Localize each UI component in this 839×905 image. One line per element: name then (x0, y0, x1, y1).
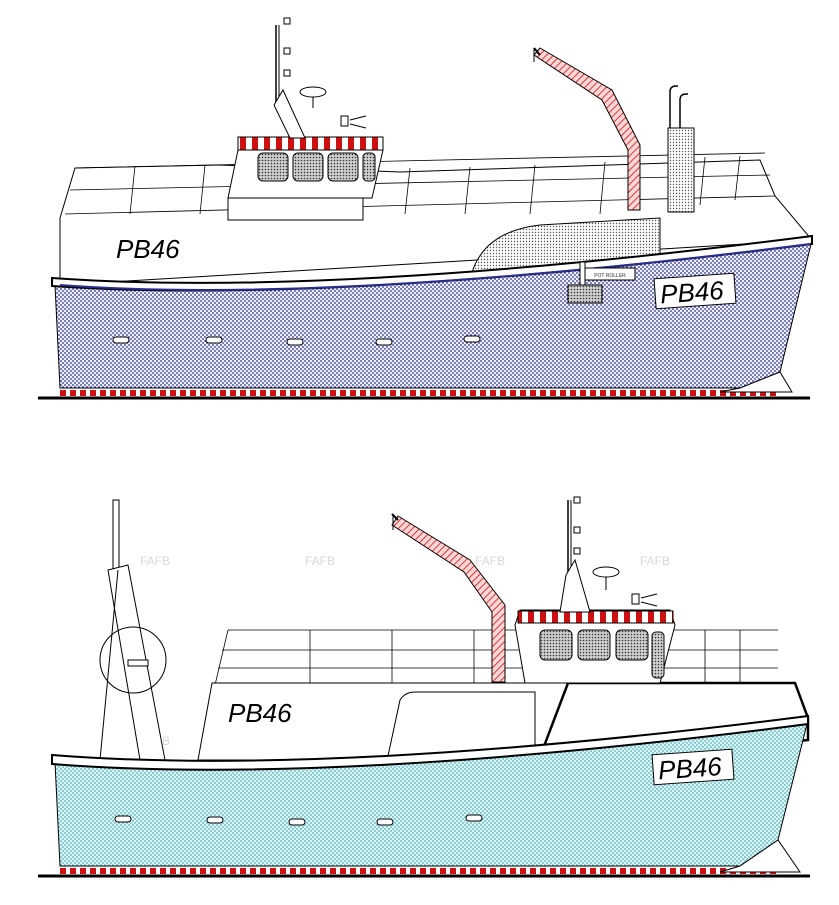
vessel-b-gunwale (51, 714, 809, 771)
vessel-a-pot-roller: POT ROLLER (567, 261, 636, 304)
vessel-a-crane (533, 47, 641, 211)
vessel-a-mast (273, 17, 367, 139)
watermark: FAFB (640, 554, 670, 568)
vessel-b-wheelhouse-roof (517, 610, 674, 624)
vessel-a: POT ROLLER PB46 PB46 (38, 17, 814, 400)
vessel-b-keel (60, 868, 780, 874)
vessel-b-radar (592, 566, 620, 578)
vessel-a-portholes (112, 335, 481, 346)
watermark: FAFB (475, 554, 505, 568)
watermark: FAFB (140, 554, 170, 568)
vessel-a-wheelhouse-roof (237, 136, 384, 151)
vessel-b-bow-reg-plate (651, 748, 735, 786)
vessel-a-bow-reg-plate (653, 272, 737, 310)
vessel-a-keel (60, 390, 780, 396)
vessel-a-stem (719, 371, 793, 393)
vessel-a-light (340, 115, 349, 127)
vessel-a-windows (257, 152, 376, 182)
vessel-a-hull-name: PB46 (116, 234, 180, 264)
vessel-b-light (631, 593, 640, 605)
vessel-b: FAFB FAFB FAFB FAFB FAFB FAFB FAFB (38, 496, 810, 878)
vessel-b-sheave (99, 626, 167, 694)
vessel-b-bow-reg: PB46 (657, 751, 723, 785)
vessel-b-windows (539, 629, 665, 679)
vessel-b-stem (719, 839, 801, 873)
vessel-b-gantry (99, 499, 167, 761)
vessel-a-bow-reg: PB46 (659, 275, 725, 309)
vessel-a-exhaust (667, 85, 695, 213)
pot-roller-label: POT ROLLER (594, 273, 626, 279)
vessel-a-rails (64, 152, 776, 215)
vessel-b-portholes (114, 814, 483, 826)
vessel-b-hull-name: PB46 (228, 698, 292, 728)
vessel-b-crane (391, 515, 506, 683)
watermark: FAFB (305, 554, 335, 568)
vessel-a-radar (299, 86, 327, 98)
vessel-b-mast (559, 496, 658, 613)
